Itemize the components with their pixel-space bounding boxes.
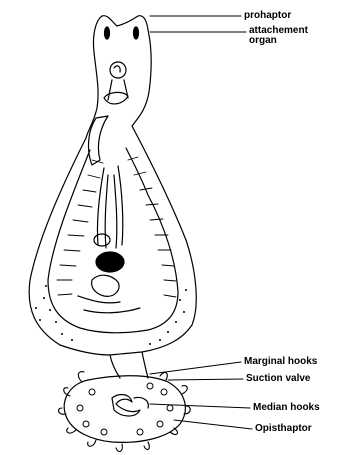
prohaptor-sucker-left (105, 27, 110, 39)
prohaptor-sucker-right (134, 27, 139, 39)
leader-lines (150, 16, 252, 429)
label-prohaptor: prohaptor (244, 11, 291, 21)
label-attachement-organ-line2: organ (249, 36, 277, 46)
body-outline-head-left (86, 16, 102, 138)
stippling (35, 285, 187, 345)
label-marginal-hooks: Marginal hooks (244, 357, 317, 367)
label-median-hooks: Median hooks (253, 403, 320, 413)
label-opisthaptor: Opisthaptor (255, 424, 312, 434)
suction-valves (77, 383, 173, 435)
ovary (94, 234, 110, 246)
pharynx (110, 62, 126, 78)
label-suction-valve: Suction valve (246, 374, 310, 384)
attachment-organ (104, 92, 128, 104)
testis (96, 252, 124, 272)
internal-tube-inner (105, 175, 117, 248)
internal-tube (97, 166, 122, 245)
uterus-loops (92, 275, 119, 296)
body-outline-main (29, 126, 196, 355)
ducts (78, 296, 140, 313)
peduncle (110, 352, 148, 378)
oesophagus (108, 80, 128, 100)
pharynx-detail (114, 66, 120, 72)
median-hook-2 (134, 397, 148, 408)
